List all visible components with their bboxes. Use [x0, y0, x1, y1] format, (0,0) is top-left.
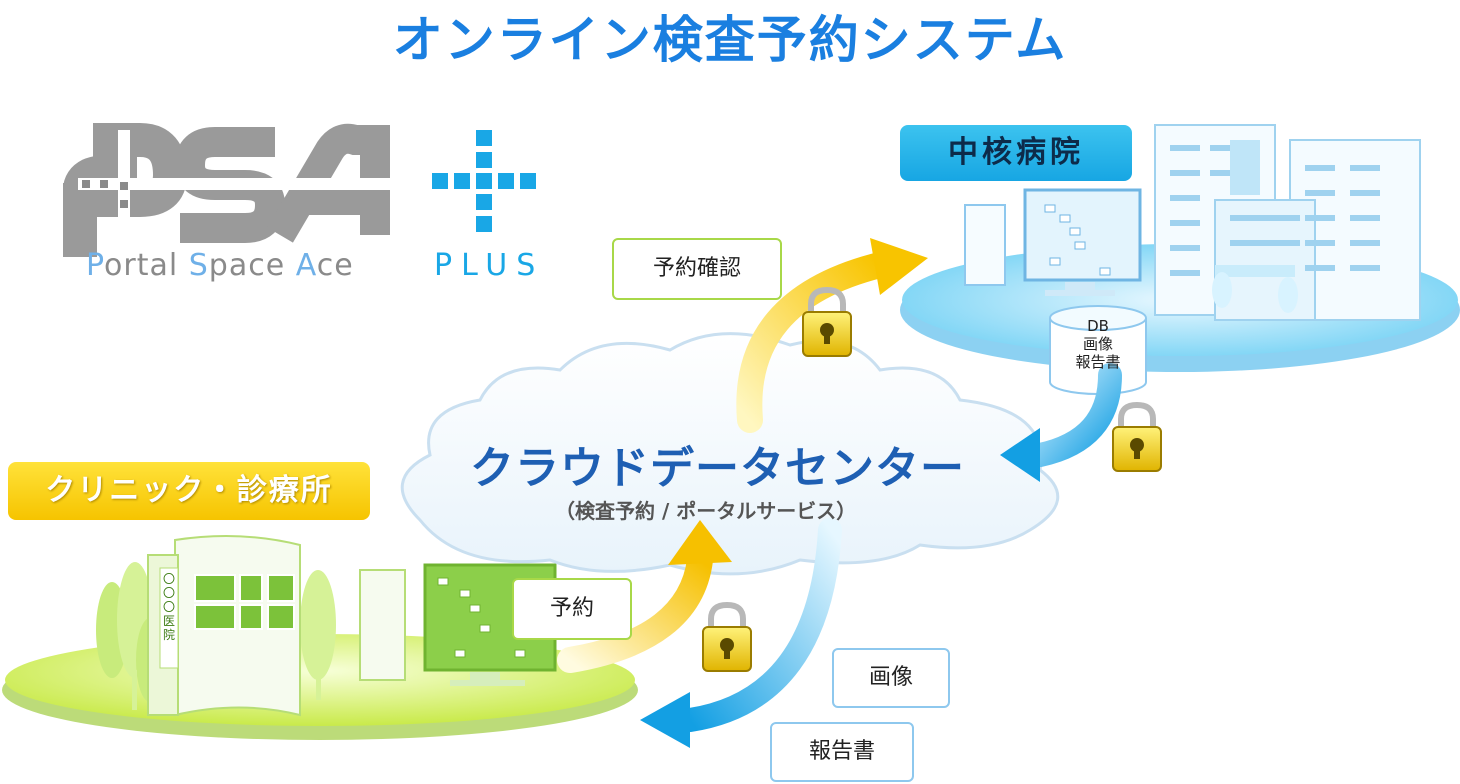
plus-logo-mark [432, 130, 536, 232]
clinic-computer [359, 563, 557, 686]
padlock-icon [702, 601, 752, 672]
hospital-label: 中核病院 [900, 125, 1132, 181]
clinic-building [147, 535, 301, 717]
report-box: 報告書 [770, 722, 914, 782]
page-title: オンライン検査予約システム [392, 11, 1068, 69]
reservation-confirm-box: 予約確認 [612, 238, 782, 300]
hospital-building [1154, 124, 1421, 321]
logo-subtitle: Portal Space Ace [86, 248, 354, 283]
arrow-from-hospital [1000, 363, 1122, 482]
hospital-computer [964, 188, 1142, 296]
tree-group [96, 562, 336, 710]
padlock-icon [802, 286, 852, 357]
arrow-to-cloud [557, 520, 732, 673]
padlock-icon [1112, 401, 1162, 472]
psa-logo [63, 123, 398, 257]
cloud-shape [400, 332, 1060, 576]
cloud-subtitle: （検査予約 / ポータルサービス） [555, 499, 857, 523]
clinic-island [2, 535, 638, 740]
clinic-label: クリニック・診療所 [8, 462, 370, 520]
reservation-box: 予約 [512, 578, 632, 640]
arrow-to-clinic [640, 518, 842, 748]
clinic-sign: 〇〇〇医院 [162, 572, 175, 642]
arrow-to-hospital [736, 238, 928, 433]
cloud-title: クラウドデータセンター [470, 443, 965, 494]
database-labels: DB 画像 報告書 [1075, 317, 1121, 371]
image-box: 画像 [832, 648, 950, 708]
database-cylinder [1049, 305, 1147, 395]
hospital-island [900, 124, 1460, 395]
logo-plus-text: PLUS [434, 248, 545, 283]
